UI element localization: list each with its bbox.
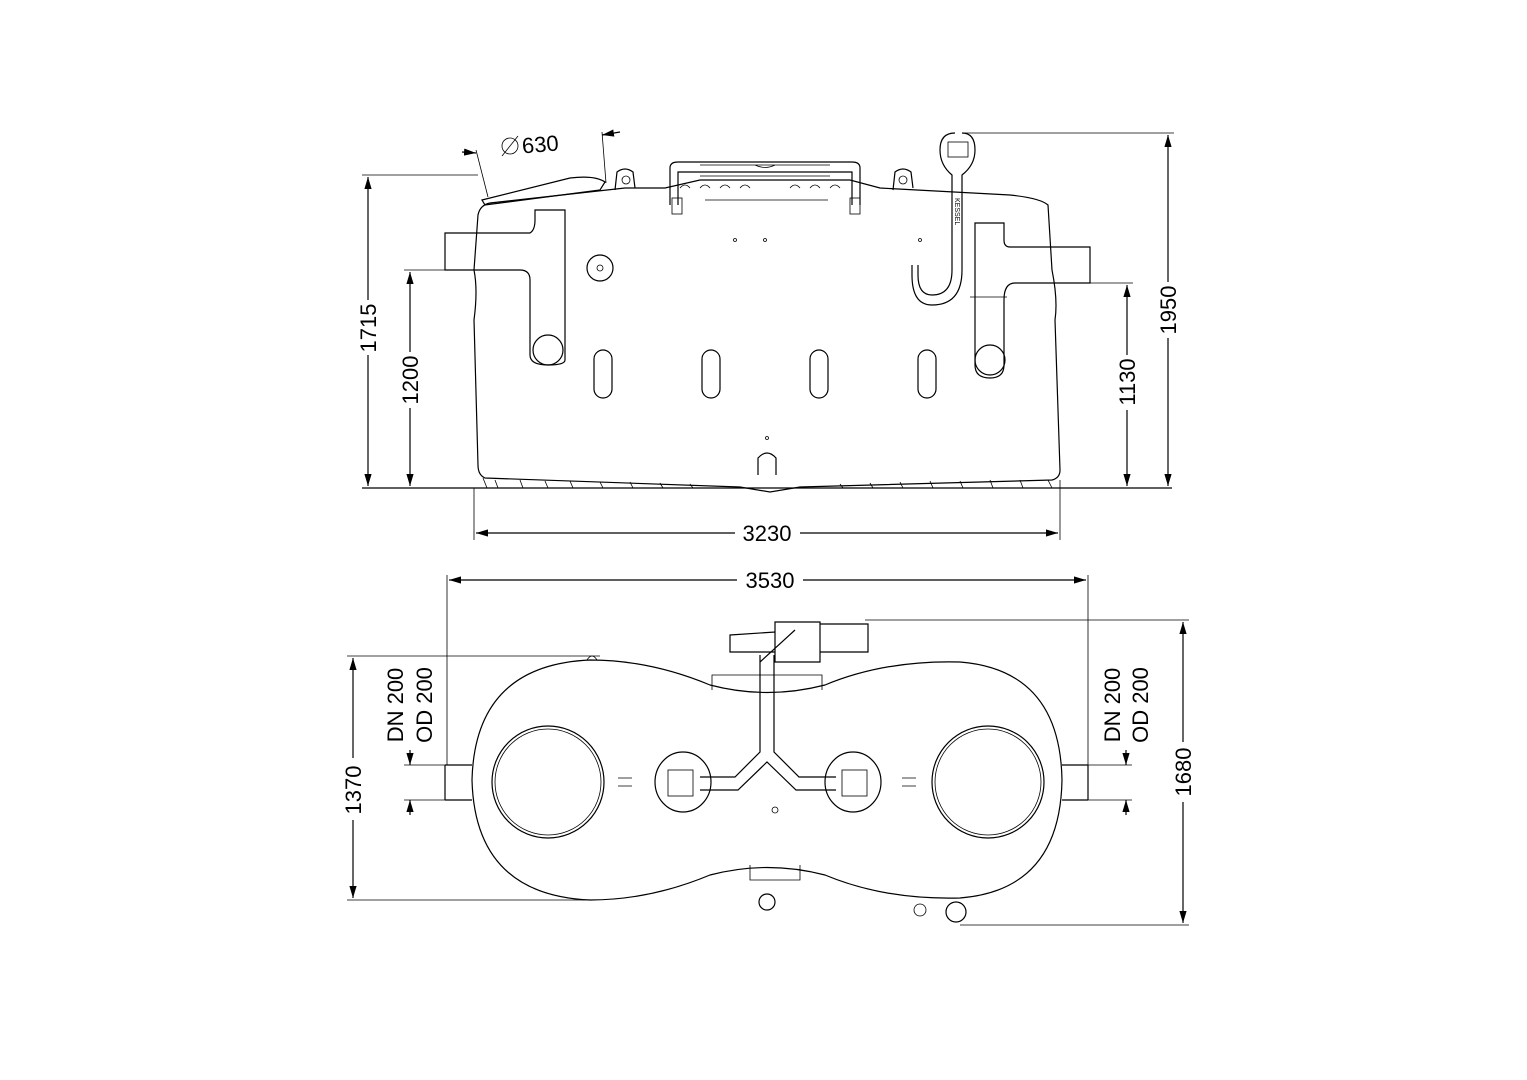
top-handle [669, 161, 861, 205]
inlet-pipe [444, 209, 566, 366]
dim-overall-length: 3530 [746, 568, 795, 593]
slot-1 [593, 349, 613, 399]
slot-4 [917, 349, 937, 399]
brand-label: KESSEL [953, 198, 960, 225]
manhole-cover-left [481, 176, 606, 206]
pressure-pipe [700, 655, 836, 791]
dim-inlet-height: 1200 [398, 356, 423, 405]
inlet-stub [444, 764, 472, 801]
slot-3 [809, 349, 829, 399]
side-view-dimensions: 630 1715 1200 1950 1130 3230 [356, 129, 1181, 546]
lifting-eye-left [614, 168, 636, 191]
outlet-od: OD 200 [1128, 667, 1153, 743]
tank-plan-outline [471, 659, 1063, 901]
valve-assembly [729, 621, 869, 663]
slot-2 [701, 349, 721, 399]
dim-outlet-height: 1130 [1115, 358, 1140, 405]
vent-fitting [945, 901, 967, 923]
outlet-pipe [974, 222, 1091, 379]
ribs [494, 479, 1024, 489]
plan-view-dimensions: 3530 1370 1680 DN 200 OD 200 DN 200 OD 2… [341, 568, 1196, 926]
flange [586, 254, 614, 282]
dim-width: 1370 [341, 766, 366, 815]
outlet-dn: DN 200 [1100, 668, 1125, 743]
vent-pipe [911, 132, 976, 306]
plan-view [444, 621, 1089, 923]
dim-height-cover: 1715 [356, 304, 381, 353]
bottom-drain [757, 452, 777, 475]
outlet-stub [1062, 764, 1089, 801]
inlet-od: OD 200 [412, 667, 437, 743]
manhole-right [931, 725, 1045, 839]
inlet-dn: DN 200 [383, 668, 408, 743]
manhole-left [491, 725, 605, 839]
dim-manhole-diameter: 630 [521, 130, 560, 158]
dim-height-total: 1950 [1156, 286, 1181, 335]
dim-length: 3230 [743, 521, 792, 546]
side-view: KESSEL [444, 132, 1091, 493]
drain-bottom [758, 893, 776, 911]
dim-overall-width: 1680 [1171, 748, 1196, 797]
pump-left [654, 751, 712, 813]
pump-right [824, 751, 882, 813]
tank-body-outline [473, 179, 1061, 493]
lifting-eye-right [892, 168, 914, 191]
